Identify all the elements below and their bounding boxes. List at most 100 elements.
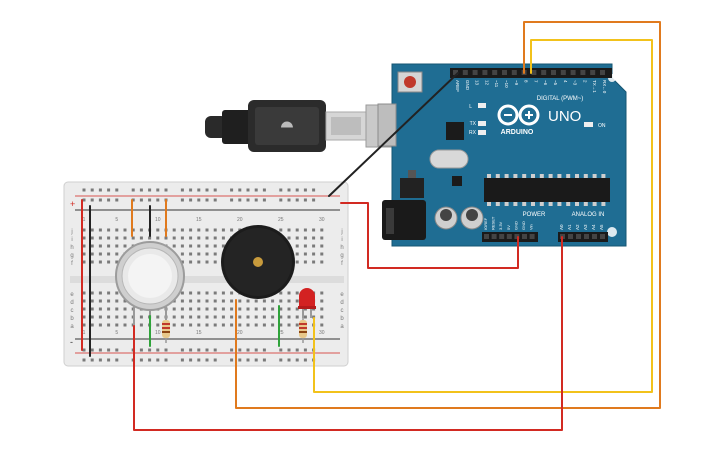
digital-pin[interactable] <box>570 70 576 75</box>
breadboard-hole <box>262 323 266 327</box>
power-pin[interactable] <box>491 234 497 239</box>
digital-pin-label: ~6 <box>543 80 548 86</box>
digital-pin[interactable] <box>531 70 537 75</box>
rail-hole <box>148 198 152 202</box>
analog-pin[interactable] <box>600 234 605 239</box>
digital-pin[interactable] <box>462 70 468 75</box>
breadboard-hole <box>107 228 111 232</box>
rail-hole <box>90 358 94 362</box>
breadboard-hole <box>320 228 324 232</box>
breadboard-hole <box>98 252 102 256</box>
breadboard-hole <box>180 315 184 319</box>
breadboard-hole <box>139 236 143 240</box>
power-pin[interactable] <box>529 234 535 239</box>
breadboard-hole <box>254 315 258 319</box>
usb-symbol-icon: ⯊ <box>281 120 294 137</box>
rail-hole <box>254 358 258 362</box>
rx-led <box>478 130 486 135</box>
breadboard-hole <box>320 315 324 319</box>
rail-hole <box>156 348 160 352</box>
analog-pin[interactable] <box>576 234 581 239</box>
digital-pin-label: 4 <box>563 80 568 83</box>
power-pin[interactable] <box>522 234 527 239</box>
rail-hole <box>238 348 242 352</box>
breadboard-hole <box>303 315 307 319</box>
rail-hole <box>180 198 184 202</box>
digital-pin[interactable] <box>472 70 478 75</box>
rail-hole <box>205 198 209 202</box>
breadboard-hole <box>287 299 291 303</box>
digital-pin[interactable] <box>482 70 488 75</box>
breadboard-hole <box>221 244 225 248</box>
breadboard-hole <box>295 307 299 311</box>
analog-pin[interactable] <box>584 234 589 239</box>
row-letter: f <box>71 261 73 267</box>
column-number: 1 <box>83 217 86 223</box>
rail-hole <box>213 358 217 362</box>
breadboard-hole <box>189 244 193 248</box>
rail-hole <box>98 348 102 352</box>
wire-red-a0 <box>133 236 563 431</box>
breadboard-hole <box>303 260 307 264</box>
breadboard-hole <box>156 236 160 240</box>
ic-pin <box>548 174 553 178</box>
breadboard-hole <box>123 323 127 327</box>
power-pin-label: 5V <box>506 225 511 230</box>
breadboard-hole <box>221 315 225 319</box>
digital-pin[interactable] <box>590 70 596 75</box>
column-number: 25 <box>278 330 284 336</box>
rail-hole <box>295 198 299 202</box>
power-pin[interactable] <box>499 234 505 239</box>
breadboard-hole <box>139 228 143 232</box>
breadboard-hole <box>246 315 250 319</box>
digital-pin[interactable] <box>541 70 547 75</box>
digital-pin[interactable] <box>580 70 586 75</box>
power-pin[interactable] <box>514 234 520 239</box>
digital-pin[interactable] <box>453 70 458 75</box>
breadboard-hole <box>320 299 324 303</box>
digital-pin[interactable] <box>551 70 556 75</box>
rail-hole <box>303 358 307 362</box>
ic-pin <box>487 202 491 206</box>
breadboard-hole <box>107 236 111 240</box>
breadboard-hole <box>172 323 176 327</box>
breadboard-hole <box>107 260 111 264</box>
digital-pin[interactable] <box>511 70 517 75</box>
column-number: 30 <box>319 217 325 223</box>
breadboard-hole <box>230 315 234 319</box>
power-pin[interactable] <box>506 234 512 239</box>
breadboard-hole <box>107 315 111 319</box>
breadboard-hole <box>320 291 324 295</box>
breadboard-hole <box>279 291 283 295</box>
breadboard-hole <box>115 260 119 264</box>
breadboard-hole <box>246 323 250 327</box>
rail-hole <box>115 188 119 192</box>
power-pin[interactable] <box>484 234 489 239</box>
column-number: 30 <box>319 330 325 336</box>
digital-pin[interactable] <box>600 70 605 75</box>
breadboard-hole <box>205 291 209 295</box>
digital-pin[interactable] <box>492 70 498 75</box>
breadboard-hole <box>254 323 258 327</box>
digital-pin[interactable] <box>502 70 507 75</box>
breadboard-hole <box>189 315 193 319</box>
wire-black-gnd <box>328 72 459 197</box>
rail-hole <box>107 358 111 362</box>
l-led-label: L <box>469 104 472 110</box>
rail-hole <box>131 198 135 202</box>
ic-pin <box>566 174 571 178</box>
breadboard-hole <box>180 252 184 256</box>
breadboard-hole <box>213 307 217 311</box>
breadboard-hole <box>213 323 217 327</box>
ic-pin <box>557 202 562 206</box>
rail-hole <box>213 188 217 192</box>
rail-hole <box>262 188 266 192</box>
reset-button[interactable] <box>404 76 416 88</box>
analog-pin[interactable] <box>568 234 573 239</box>
breadboard-hole <box>213 315 217 319</box>
breadboard-hole <box>303 228 307 232</box>
breadboard-hole <box>271 299 275 303</box>
digital-pin[interactable] <box>560 70 566 75</box>
analog-pin[interactable] <box>592 234 597 239</box>
